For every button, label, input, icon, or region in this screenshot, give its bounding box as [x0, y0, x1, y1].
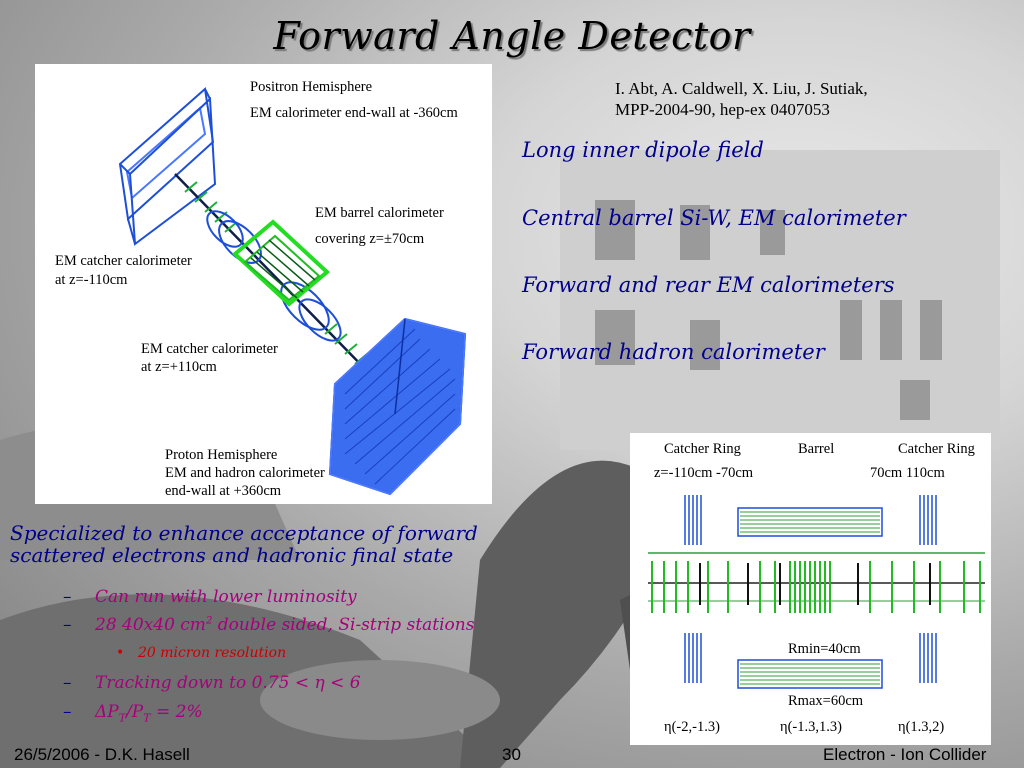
sub-bullet-stations: – 28 40x40 cm2 double sided, Si-strip st… [63, 615, 475, 635]
sub-bullet-tracking: – Tracking down to 0.75 < η < 6 [63, 673, 361, 693]
footer-event: Electron - Ion Collider [823, 745, 987, 764]
rz-drawing [648, 495, 985, 689]
bullet-hadron-calorimeter: Forward hadron calorimeter [522, 340, 825, 364]
upper-catcher-rings [684, 495, 937, 545]
reference-citation: I. Abt, A. Caldwell, X. Liu, J. Sutiak, … [615, 78, 868, 120]
tracker-planes [651, 561, 981, 613]
label-rmax: Rmax=60cm [788, 693, 864, 709]
resolution-text: 20 micron resolution [138, 645, 287, 661]
reference-line-2: MPP-2004-90, hep-ex 0407053 [615, 100, 830, 119]
dpt-text-b: /P [126, 702, 144, 722]
label-barrel-coverage: covering z=±70cm [315, 231, 425, 247]
tracking-text: Tracking down to 0.75 < η < 6 [95, 673, 361, 693]
rz-view-figure: Catcher Ring Barrel Catcher Ring z=-110c… [630, 433, 991, 745]
footer-author-date: 26/5/2006 - D.K. Hasell [14, 745, 190, 764]
label-positron-hemisphere: Positron Hemisphere [250, 79, 373, 95]
bullet-forward-rear-em: Forward and rear EM calorimeters [522, 273, 895, 297]
dpt-subscript-1: T [118, 711, 127, 725]
label-endwall-plus: end-wall at +360cm [165, 483, 282, 499]
sub-bullet-luminosity: – Can run with lower luminosity [63, 587, 357, 607]
label-barrel: Barrel [798, 441, 835, 457]
dash-marker: – [63, 587, 72, 607]
label-eta-right: η(1.3,2) [898, 719, 945, 735]
stations-text-a: 28 40x40 cm [95, 615, 206, 635]
dpt-text-a: ΔP [95, 702, 119, 722]
sub-bullet-luminosity-text: Can run with lower luminosity [95, 587, 357, 607]
label-catcher-plus-z: at z=+110cm [141, 359, 217, 375]
bullet-dot-icon: • [116, 645, 125, 661]
dpt-subscript-2: T [143, 711, 151, 725]
upper-barrel [737, 507, 883, 537]
dash-marker: – [63, 702, 72, 722]
detector-3d-figure: Positron Hemisphere EM calorimeter end-w… [35, 64, 492, 504]
label-catcher-ring-left: Catcher Ring [664, 441, 741, 457]
label-eta-left: η(-2,-1.3) [664, 719, 720, 735]
positron-endwall-drawing [118, 87, 217, 246]
dark-planes [699, 563, 931, 605]
main-bullet-line-2: scattered electrons and hadronic final s… [10, 543, 454, 567]
label-eta-mid: η(-1.3,1.3) [780, 719, 842, 735]
label-catcher-minus-z: at z=-110cm [55, 272, 128, 288]
stations-text-b: double sided, Si-strip stations [212, 615, 475, 635]
lower-barrel [737, 659, 883, 689]
detector-drawing [118, 87, 467, 496]
label-catcher-ring-right: Catcher Ring [898, 441, 975, 457]
dash-marker: – [63, 615, 72, 635]
label-z-right: 70cm 110cm [870, 465, 945, 481]
label-catcher-minus: EM catcher calorimeter [55, 253, 192, 269]
sub-sub-bullet-resolution: • 20 micron resolution [116, 645, 287, 661]
dpt-text-c: = 2% [150, 702, 203, 722]
bullet-central-barrel: Central barrel Si-W, EM calorimeter [522, 206, 906, 230]
slide-title: Forward Angle Detector [273, 14, 751, 58]
sub-bullet-momentum: – ΔPT/PT = 2% [63, 702, 203, 725]
label-z-left: z=-110cm -70cm [654, 465, 754, 481]
tracker-stations-drawing [184, 181, 368, 365]
footer-page-number: 30 [502, 745, 521, 764]
catcher-rings-drawing [206, 210, 342, 342]
label-proton-hemisphere: Proton Hemisphere [165, 447, 278, 463]
label-catcher-plus: EM catcher calorimeter [141, 341, 278, 357]
label-em-endwall: EM calorimeter end-wall at -360cm [250, 105, 458, 121]
label-rmin: Rmin=40cm [788, 641, 861, 657]
barrel-calorimeter-drawing [231, 219, 331, 307]
bullet-dipole-field: Long inner dipole field [522, 138, 764, 162]
dash-marker: – [63, 673, 72, 693]
proton-endwall-drawing [328, 317, 467, 496]
main-bullet: Specialized to enhance acceptance of for… [10, 522, 478, 566]
label-em-hadron: EM and hadron calorimeter [165, 465, 325, 481]
label-em-barrel: EM barrel calorimeter [315, 205, 444, 221]
stations-superscript: 2 [205, 615, 213, 627]
reference-line-1: I. Abt, A. Caldwell, X. Liu, J. Sutiak, [615, 79, 868, 98]
main-bullet-line-1: Specialized to enhance acceptance of for… [10, 521, 478, 545]
lower-catcher-rings [684, 633, 937, 683]
